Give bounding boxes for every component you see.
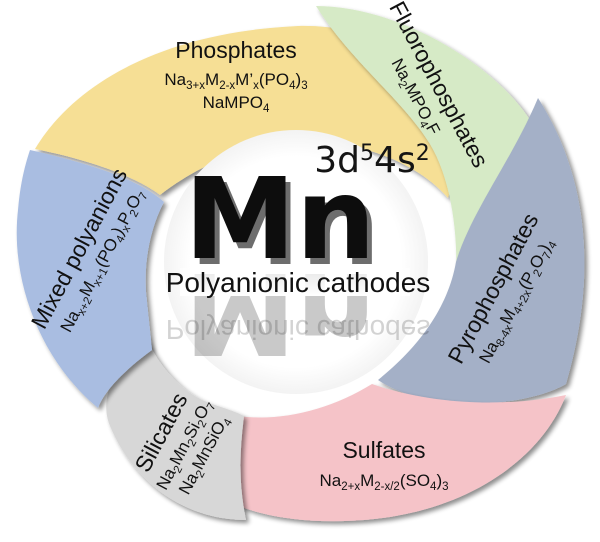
mixed-polyanions-formula: Nax+2Mx+1(PO4)xP2O7 xyxy=(57,186,151,337)
sulfates-text: Sulfates Na2+xM2-x/2(SO4)3 xyxy=(319,437,448,493)
mixed-polyanions-petal xyxy=(16,150,164,408)
phosphates-formula-1: Na3+xM2-xM’x(PO4)3 xyxy=(164,70,307,92)
center-element: Mn Mn Mn 3d54s2 Polyanionic cathodes Pol… xyxy=(166,140,431,377)
phosphates-formula-2: NaMPO4 xyxy=(203,93,270,115)
sulfates-petal xyxy=(234,384,566,522)
center-label: Polyanionic cathodes xyxy=(166,267,431,298)
sulfates-formula: Na2+xM2-x/2(SO4)3 xyxy=(319,471,448,493)
silicates-petal xyxy=(106,334,246,520)
element-symbol: Mn xyxy=(184,155,375,285)
sulfates-title: Sulfates xyxy=(342,437,425,463)
reflection-fade xyxy=(180,268,410,296)
phosphates-petal xyxy=(35,25,452,198)
center-label-reflection: Polyanionic cathodes xyxy=(166,314,431,345)
phosphates-title: Phosphates xyxy=(175,37,296,63)
element-shadow: Mn xyxy=(189,161,380,291)
phosphates-text: Phosphates Na3+xM2-xM’x(PO4)3 NaMPO4 xyxy=(164,37,307,115)
electron-configuration: 3d54s2 xyxy=(314,140,429,181)
pyrophosphates-petal xyxy=(378,98,585,404)
center-disc xyxy=(164,130,428,394)
petals xyxy=(16,6,585,522)
